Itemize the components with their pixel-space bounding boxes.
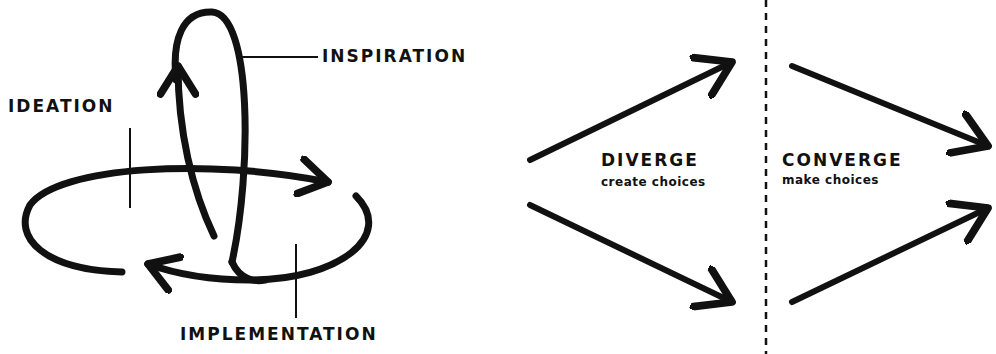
leader-line <box>295 244 297 318</box>
stage-label: IDEATION <box>8 98 115 115</box>
converge-arrow <box>792 66 988 146</box>
inspiration-arrow <box>178 66 214 236</box>
implementation-loop <box>148 196 369 280</box>
diverge-arrow <box>530 62 732 160</box>
ideation-loop <box>25 168 328 272</box>
leader-line <box>236 56 318 58</box>
leader-line <box>129 128 131 208</box>
loop-joint <box>232 262 265 281</box>
diverge-arrow <box>530 205 732 302</box>
phase-title: CONVERGE <box>782 152 903 169</box>
converge-arrow <box>792 208 988 302</box>
phase-note: make choices <box>782 174 879 186</box>
phase-title: DIVERGE <box>601 152 699 169</box>
phase-note: create choices <box>601 176 706 188</box>
stage-label: IMPLEMENTATION <box>180 326 378 343</box>
inspiration-loop <box>175 12 245 262</box>
divider-line <box>765 0 768 354</box>
stage-label: INSPIRATION <box>322 48 467 65</box>
